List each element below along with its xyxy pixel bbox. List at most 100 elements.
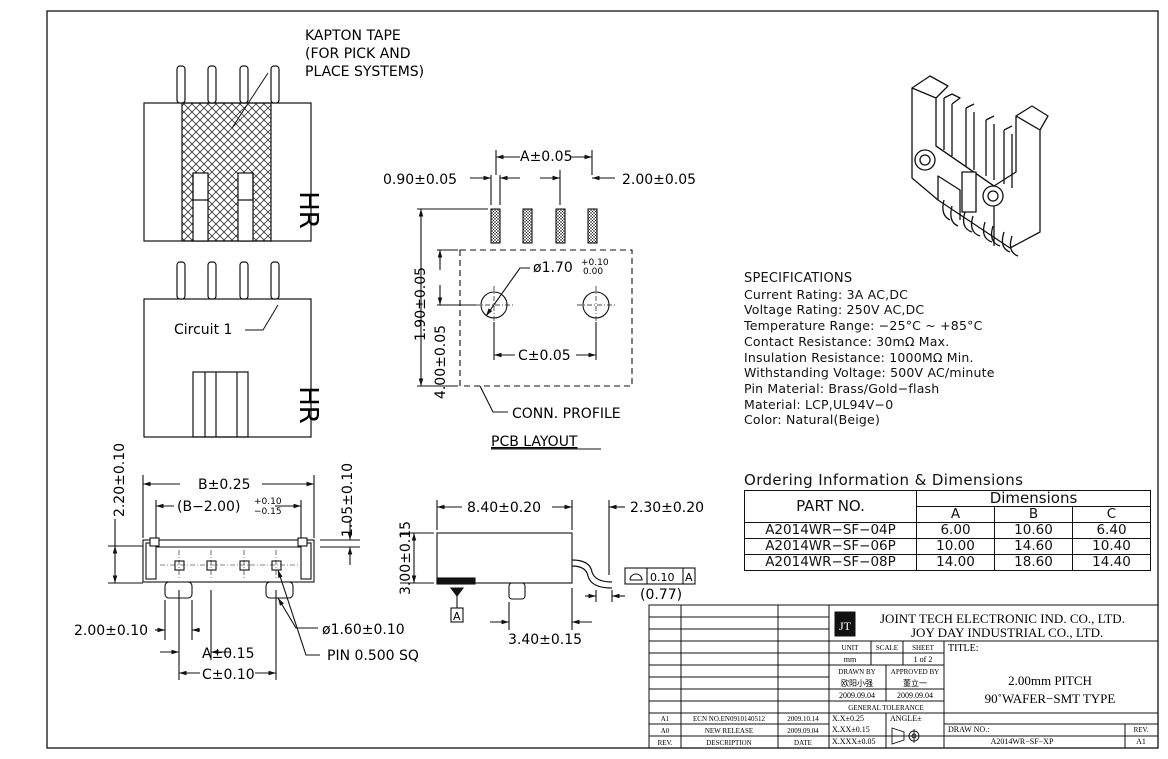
conn-profile-label: CONN. PROFILE: [512, 406, 621, 422]
tol-3: X.XXX±0.05: [832, 737, 876, 746]
brand-mark-top: HR: [293, 191, 323, 229]
dim-b2-tol-plus: +0.10: [254, 497, 282, 507]
unit-label: UNIT: [842, 644, 859, 652]
spec-line: Current Rating: 3A AC,DC: [744, 286, 909, 302]
dim-0-77: (0.77): [640, 587, 682, 603]
rev-label: REV.: [1134, 726, 1149, 734]
top-view-circuit: [143, 261, 312, 438]
pin-stubs-top: [176, 65, 280, 104]
date-column-header: DATE: [794, 739, 812, 747]
ordering-table: PART NO. Dimensions A B C A2014WR−SF−04P…: [744, 490, 1151, 571]
pin-label: PIN 0.500 SQ: [327, 648, 419, 664]
dim-2-20: 2.20±0.10: [112, 443, 128, 517]
revision-date-1: 2009.10.14: [787, 715, 819, 723]
approved-by: 董立一: [903, 678, 927, 688]
dim-1-90: 1.90±0.05: [413, 267, 429, 341]
dim-a-value: 6.00: [916, 522, 995, 539]
front-view: [108, 475, 360, 680]
approved-by-label: APPROVED BY: [891, 668, 939, 676]
dim-hole-tol-minus: 0.00: [583, 267, 603, 277]
dim-1-60: ø1.60±0.10: [322, 622, 405, 638]
drawing-border: [46, 10, 1159, 749]
approved-date: 2009.09.04: [897, 691, 933, 700]
kapton-label-2: (FOR PICK AND: [305, 46, 411, 62]
draw-no: A2014WR−SF−XP: [991, 737, 1054, 746]
drawn-by: 欧阳小强: [841, 678, 873, 688]
isometric-view: [911, 75, 1049, 257]
tol-1: X.X±0.25: [832, 714, 864, 723]
dim-0-90: 0.90±0.05: [383, 172, 457, 188]
angle-label: ANGLE±: [890, 714, 922, 723]
spec-line: Pin Material: Brass/Gold−flash: [744, 380, 940, 396]
spec-line: Color: Natural(Beige): [744, 412, 881, 428]
flatness-datum: A: [685, 571, 693, 584]
title-line-1: 2.00mm PITCH: [1008, 673, 1092, 688]
drawn-by-label: DRAWN BY: [838, 668, 875, 676]
dim-a-value: 14.00: [916, 554, 995, 571]
specifications: SPECIFICATIONS Current Rating: 3A AC,DC …: [744, 271, 995, 428]
title-block: [648, 604, 1159, 749]
column-header: C: [1072, 506, 1151, 523]
table-row: A2014WR−SF−08P 14.00 18.60 14.40: [744, 554, 1151, 571]
dim-1-05: 1.05±0.10: [340, 463, 356, 537]
dim-c-value: 6.40: [1072, 522, 1151, 539]
dim-b-minus-2: (B−2.00): [177, 499, 240, 515]
column-header: A: [916, 506, 995, 523]
general-tolerance: GENERAL TOLERANCE: [848, 704, 924, 712]
dim-3-40: 3.40±0.15: [508, 632, 582, 648]
dim-a-value: 10.00: [916, 538, 995, 555]
draw-no-label: DRAW NO.:: [948, 725, 989, 734]
dim-b-value: 18.60: [994, 554, 1073, 571]
revision-rev-1: A1: [661, 715, 670, 723]
kapton-label-3: PLACE SYSTEMS): [305, 64, 424, 80]
revision-rev-2: A0: [661, 727, 670, 735]
front-pins: [174, 560, 282, 571]
title-label: TITLE:: [948, 643, 979, 654]
projection-symbol-icon: [891, 727, 921, 745]
dim-2-00-010: 2.00±0.10: [74, 623, 148, 639]
top-view-kapton: [143, 65, 312, 242]
kapton-label-1: KAPTON TAPE: [305, 28, 401, 44]
specifications-title: SPECIFICATIONS: [744, 271, 853, 286]
dim-c-value: 14.40: [1072, 554, 1151, 571]
part-number: A2014WR−SF−04P: [744, 522, 917, 539]
dim-a-005: A±0.05: [520, 149, 572, 165]
datum-label: A: [453, 610, 461, 623]
dim-c-010: C±0.10: [202, 667, 255, 683]
company-name-2: JOY DAY INDUSTRIAL CO., LTD.: [911, 625, 1103, 640]
dimensions-header: Dimensions: [916, 490, 1151, 507]
rev-column-header: REV.: [658, 739, 673, 747]
dim-c-005: C±0.05: [518, 348, 571, 364]
spec-line: Withstanding Voltage: 500V AC/minute: [744, 365, 995, 381]
dim-b-value: 14.60: [994, 538, 1073, 555]
scale-label: SCALE: [876, 644, 898, 652]
drawn-date: 2009.09.04: [839, 691, 875, 700]
brand-mark-circuit: HR: [293, 386, 323, 424]
sheet-label: SHEET: [912, 644, 935, 652]
pcb-layout: [417, 150, 633, 413]
revision-desc-2: NEW RELEASE: [705, 727, 753, 735]
dim-hole: ø1.70: [533, 260, 573, 276]
dim-a-015: A±0.15: [202, 646, 254, 662]
company-name-1: JOINT TECH ELECTRONIC IND. CO., LTD.: [880, 611, 1125, 626]
flatness-value: 0.10: [650, 571, 675, 584]
dim-8-40: 8.40±0.20: [467, 500, 541, 516]
dim-b-value: 10.60: [994, 522, 1073, 539]
table-row: A2014WR−SF−06P 10.00 14.60 10.40: [744, 538, 1151, 555]
side-view: [400, 500, 696, 630]
part-number: A2014WR−SF−06P: [744, 538, 917, 555]
dim-hole-tol-plus: +0.10: [581, 258, 609, 268]
pcb-pads: [490, 208, 598, 244]
desc-column-header: DESCRIPTION: [706, 739, 752, 747]
spec-line: Contact Resistance: 30mΩ Max.: [744, 333, 950, 349]
title-line-2: 90˚WAFER−SMT TYPE: [985, 691, 1116, 706]
dim-3-00: 3.00±0.15: [398, 521, 414, 595]
dim-2-30: 2.30±0.20: [630, 500, 704, 516]
part-number: A2014WR−SF−08P: [744, 554, 917, 571]
column-header: B: [994, 506, 1073, 523]
sheet-value: 1 of 2: [914, 655, 933, 664]
dim-b2-tol-minus: −0.15: [254, 507, 282, 517]
dim-4-00: 4.00±0.05: [433, 325, 449, 399]
company-logo-mark: JT: [839, 619, 852, 633]
part-no-header: PART NO.: [744, 490, 917, 523]
